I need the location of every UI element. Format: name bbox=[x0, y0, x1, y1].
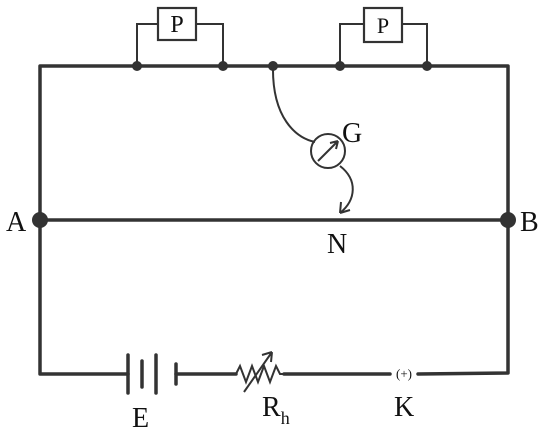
terminal-a-dot bbox=[32, 212, 48, 228]
rheostat-label: Rh bbox=[262, 392, 290, 428]
galvanometer-label: G bbox=[342, 118, 362, 149]
cell-e: E bbox=[126, 353, 178, 434]
galvanometer-lead-upper bbox=[271, 65, 316, 143]
resistor-p-left: P bbox=[136, 6, 224, 66]
junction-dot bbox=[218, 61, 228, 71]
junction-dot bbox=[132, 61, 142, 71]
key-k: (+) K bbox=[394, 366, 414, 423]
top-junctions bbox=[132, 61, 432, 71]
junction-dot bbox=[335, 61, 345, 71]
key-label: K bbox=[394, 392, 414, 423]
bottom-wire-right bbox=[416, 218, 510, 376]
jockey-arrow-head bbox=[339, 201, 351, 214]
resistor-p-right-label: P bbox=[377, 13, 389, 38]
rheostat-rh: Rh bbox=[235, 351, 290, 428]
cell-label: E bbox=[132, 403, 149, 434]
rheostat-arrow-icon bbox=[243, 351, 273, 393]
junction-dot bbox=[422, 61, 432, 71]
galvanometer-lead-lower bbox=[339, 165, 354, 214]
terminal-b-dot bbox=[500, 212, 516, 228]
resistor-p-left-label: P bbox=[170, 12, 183, 38]
jockey-point-label: N bbox=[327, 229, 347, 260]
galvanometer: G bbox=[310, 118, 362, 169]
galvanometer-needle-icon bbox=[317, 140, 339, 162]
point-a-label: A bbox=[6, 207, 27, 238]
point-b-label: B bbox=[520, 207, 539, 238]
bottom-wire-left bbox=[38, 218, 130, 376]
key-symbol: (+) bbox=[396, 366, 412, 381]
resistor-p-right: P bbox=[339, 6, 428, 66]
